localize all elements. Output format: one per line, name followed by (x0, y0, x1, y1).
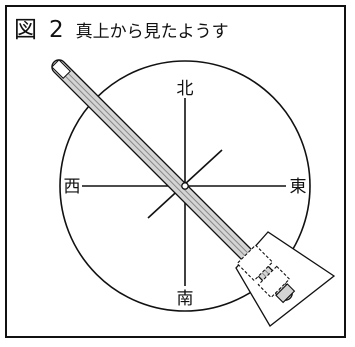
pivot-pin (181, 182, 189, 190)
figure-frame (5, 5, 346, 338)
label-north: 北 (177, 79, 194, 99)
figure-caption: 真上から見たようす (75, 22, 229, 42)
label-east: 東 (290, 177, 307, 197)
figure-label: 図 (14, 17, 37, 43)
compass-circle (59, 60, 311, 312)
figure-number: 2 (49, 17, 64, 43)
rocket-body (51, 59, 296, 304)
figure-header: 図 2 真上から見たようす (14, 10, 229, 44)
label-west: 西 (64, 177, 81, 197)
label-south: 南 (177, 289, 194, 309)
